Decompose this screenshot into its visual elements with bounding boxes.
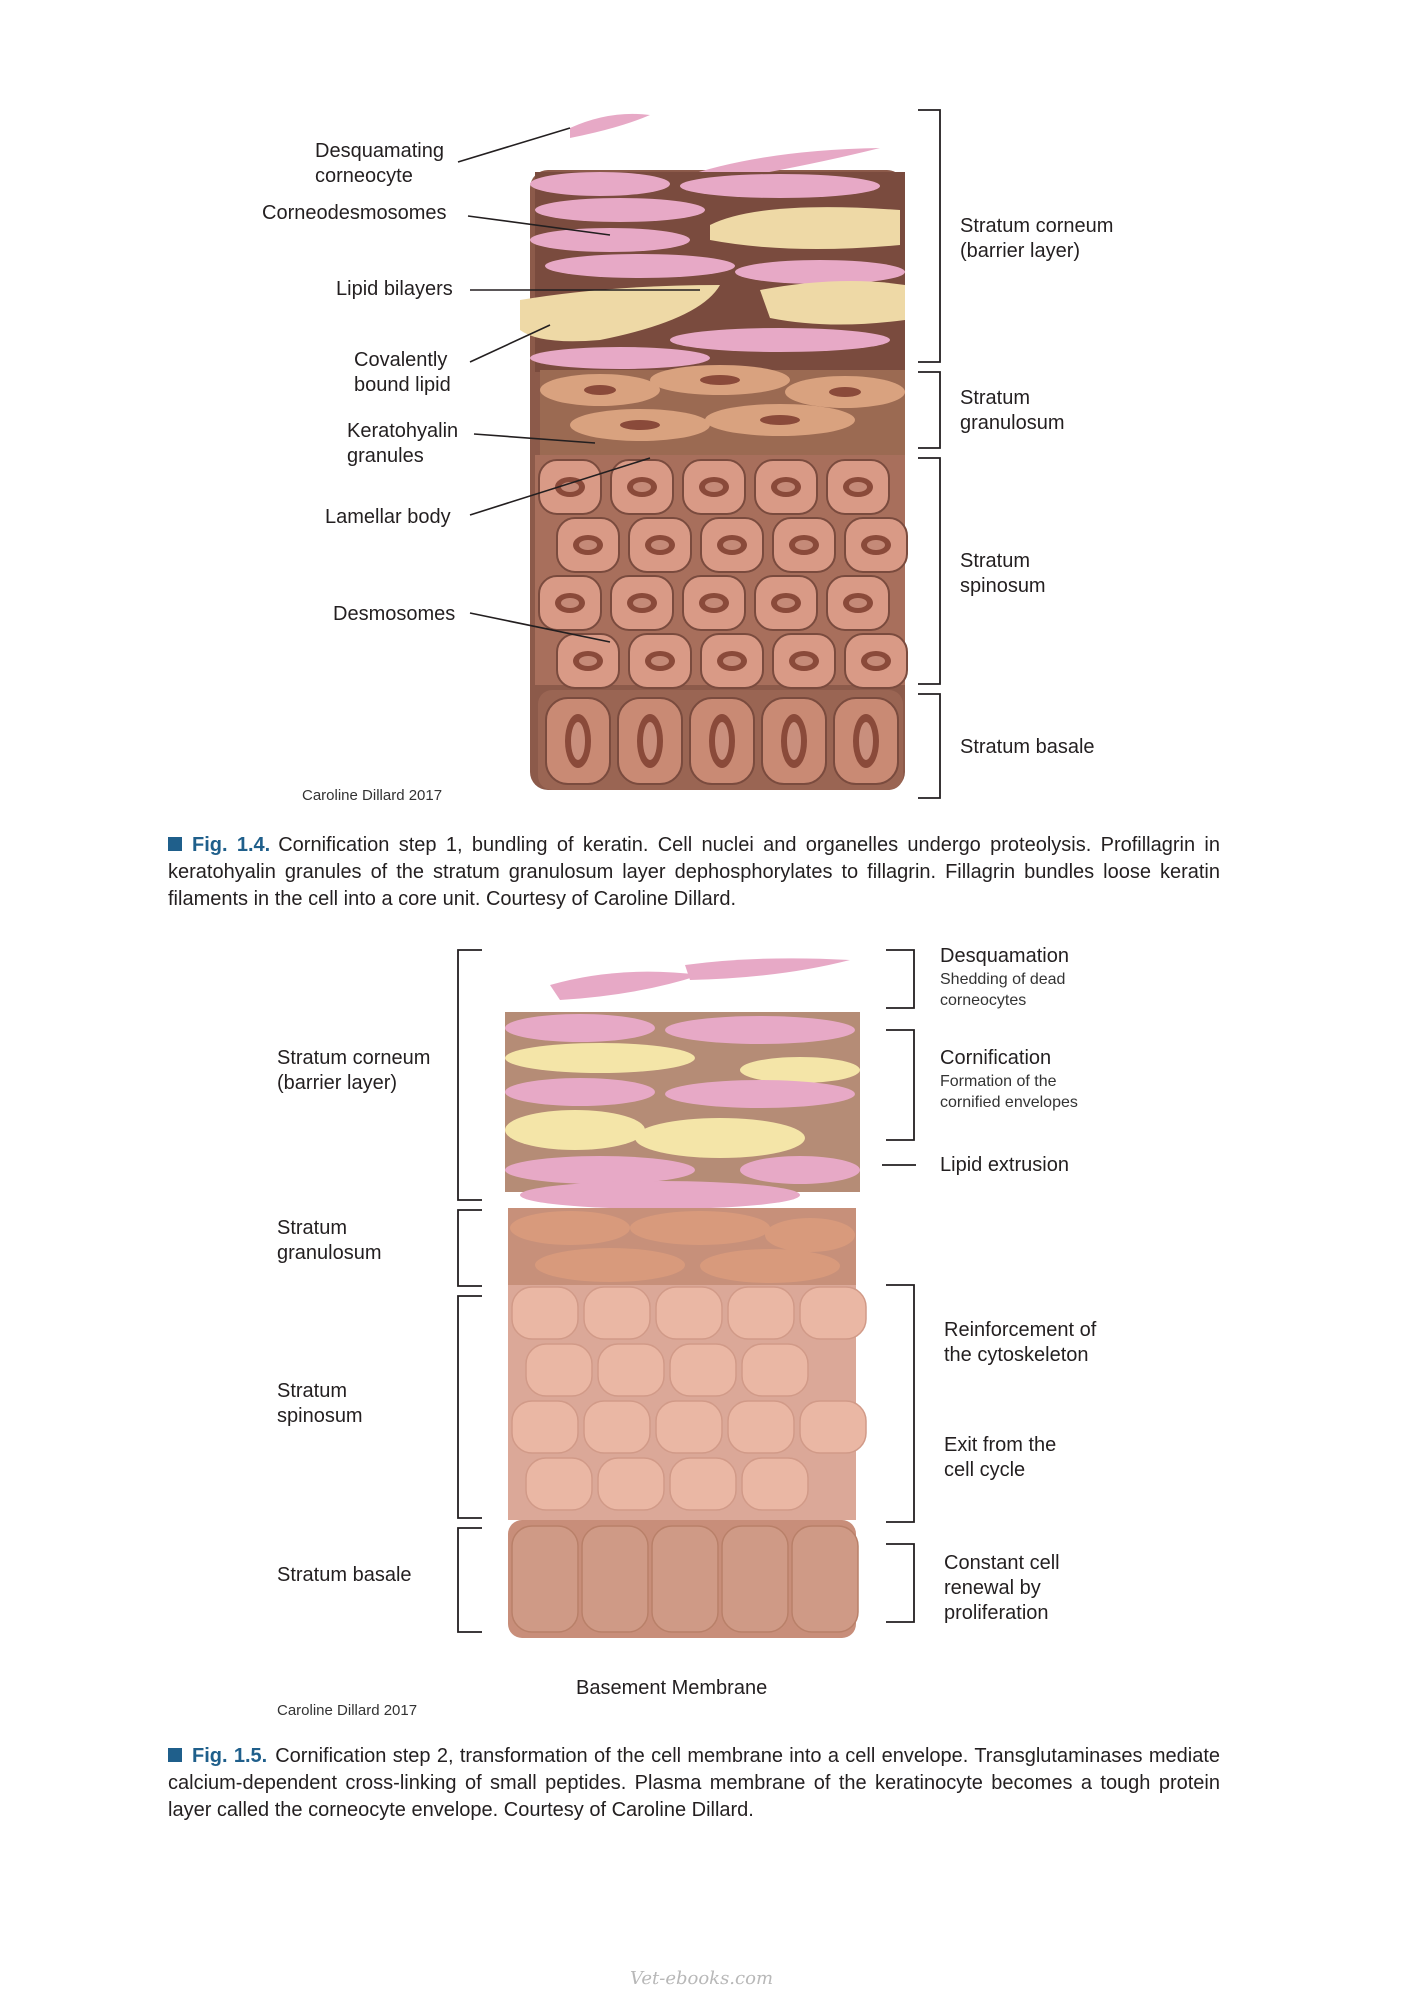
fig1-stratum-corneum [520, 172, 905, 372]
label-stratum-basale-1: Stratum basale [960, 736, 1095, 758]
fig2-right-brackets [882, 949, 916, 1623]
caption-figure-1-4: Fig. 1.4.Cornification step 1, bundling … [168, 832, 1220, 913]
label-reinforcement-cytoskeleton: Reinforcement of the cytoskeleton [944, 1319, 1097, 1366]
fig1-desquamating-cell [570, 113, 650, 138]
credit-figure-1-4: Caroline Dillard 2017 [302, 787, 443, 804]
label-stratum-granulosum-2: Stratum granulosum [277, 1217, 382, 1264]
caption-figure-1-5: Fig. 1.5.Cornification step 2, transform… [168, 1743, 1220, 1824]
fig1-stratum-granulosum [540, 365, 905, 455]
label-corneodesmosomes: Corneodesmosomes [262, 202, 447, 224]
label-cornification: Cornification Formation of the cornified… [940, 1047, 1078, 1111]
caption-marker-icon [168, 837, 182, 851]
label-lipid-extrusion: Lipid extrusion [940, 1154, 1069, 1176]
watermark-logo: Vet-ebooks.com [630, 1968, 774, 1989]
fig2-shed-cell-1 [550, 971, 700, 1000]
label-constant-cell-renewal: Constant cell renewal by proliferation [944, 1552, 1060, 1624]
label-stratum-basale-2: Stratum basale [277, 1564, 412, 1586]
label-stratum-spinosum-1: Stratum spinosum [960, 550, 1046, 597]
figure-number: Fig. 1.5. [192, 1745, 268, 1767]
label-lipid-bilayers: Lipid bilayers [336, 278, 453, 300]
label-stratum-corneum-2: Stratum corneum (barrier layer) [277, 1047, 431, 1094]
label-stratum-granulosum-1: Stratum granulosum [960, 387, 1065, 434]
label-stratum-corneum-1: Stratum corneum (barrier layer) [960, 215, 1114, 262]
label-desquamating-corneocyte: Desquamating corneocyte [315, 140, 444, 187]
figure-number: Fig. 1.4. [192, 834, 271, 856]
caption-text: Cornification step 1, bundling of kerati… [168, 834, 1220, 910]
label-desmosomes: Desmosomes [333, 603, 456, 625]
label-covalently-bound-lipid: Covalently bound lipid [354, 349, 451, 396]
label-keratohyalin-granules: Keratohyalin granules [347, 420, 459, 467]
fig1-stratum-basale [538, 690, 903, 790]
credit-figure-1-5: Caroline Dillard 2017 [277, 1702, 418, 1719]
fig2-left-brackets [457, 949, 482, 1633]
caption-marker-icon [168, 1748, 182, 1762]
label-desquamation: Desquamation Shedding of dead corneocyte… [940, 945, 1069, 1009]
label-basement-membrane: Basement Membrane [576, 1677, 768, 1699]
fig1-brackets [918, 109, 941, 799]
caption-text: Cornification step 2, transformation of … [168, 1745, 1221, 1821]
fig1-leader-lines [457, 127, 700, 643]
fig1-stratum-spinosum [535, 455, 908, 689]
label-stratum-spinosum-2: Stratum spinosum [277, 1380, 363, 1427]
figure-1-5-illustration [505, 958, 867, 1638]
label-exit-cell-cycle: Exit from the cell cycle [944, 1434, 1057, 1481]
label-lamellar-body: Lamellar body [325, 506, 451, 528]
fig2-shed-cell-2 [685, 958, 850, 980]
